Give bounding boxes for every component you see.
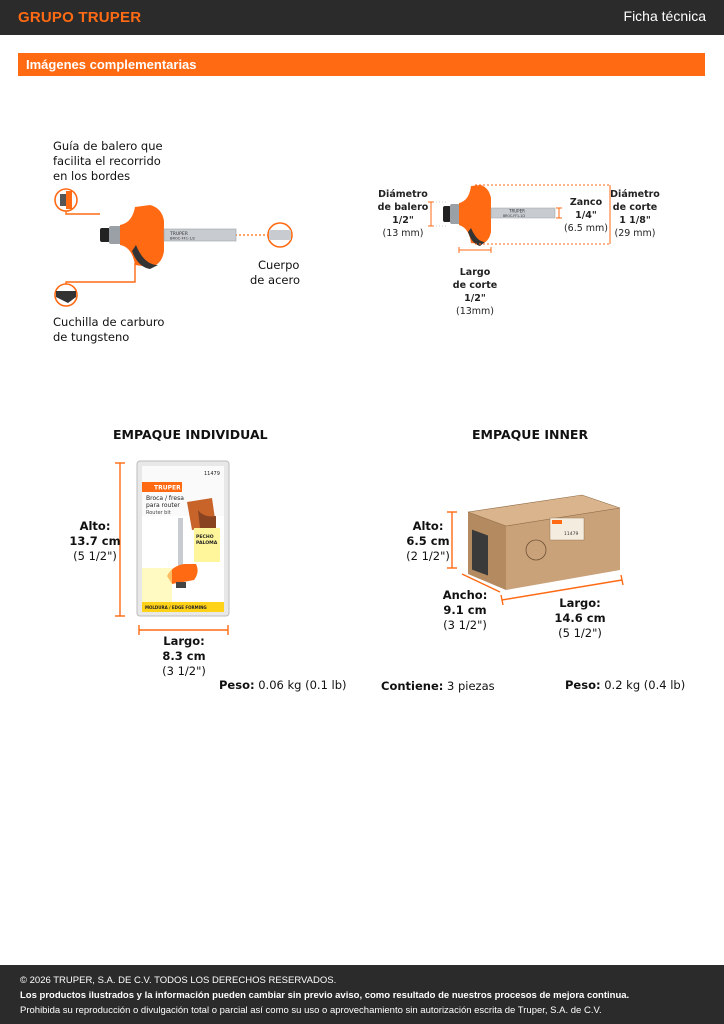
footer: © 2026 TRUPER, S.A. DE C.V. TODOS LOS DE… [0,965,724,1024]
cut-diam-l2: de corte [612,202,658,213]
cut-diam-mm: (29 mm) [614,228,656,239]
inner-width-label: Ancho: 9.1 cm (3 1/2") [437,588,493,633]
box-code: 11479 [564,531,578,537]
ind-largo-label: Largo: [163,634,205,648]
bit-engraving-2: BROC-FF1-1/2 [170,237,195,241]
cut-length-label: Largo de corte 1/2" (13mm) [450,266,500,318]
body-line-2: de acero [250,273,300,287]
package-brand: TRUPER [154,485,181,492]
inner-alto-in: (2 1/2") [406,549,450,563]
router-bit-dimensions-diagram: TRUPER BROC-FF1-1/2 [428,184,611,253]
inner-ancho-label: Ancho: [442,588,488,602]
footer-disclaimer: Los productos ilustrados y la informació… [20,990,630,1001]
package-type-1: PECHO [196,534,214,540]
inner-contiene-label: Contiene: [381,679,444,693]
bearing-diameter-label: Diámetro de balero 1/2" (13 mm) [377,188,429,240]
bearing-l2: de balero [377,202,429,213]
inner-length-label: Largo: 14.6 cm (5 1/2") [552,596,608,641]
guide-line-1: Guía de balero que [53,139,163,153]
body-caption: Cuerpo de acero [250,258,300,288]
shank-l1: Zanco [569,197,603,208]
inner-contents: Contiene: 3 piezas [381,679,495,694]
ind-alto-label: Alto: [79,519,111,533]
inner-alto-label: Alto: [412,519,444,533]
guide-line-3: en los bordes [53,169,131,183]
bit-engraving: TRUPER [169,231,188,237]
blade-line-2: de tungsteno [53,330,130,344]
package-code: 11479 [204,471,220,477]
blade-line-1: Cuchilla de carburo [53,315,165,329]
top-bar: GRUPO TRUPER Ficha técnica [0,0,724,35]
body-line-1: Cuerpo [258,258,300,272]
router-bit-parts-diagram: TRUPER BROC-FF1-1/2 [54,188,293,307]
section-header: Imágenes complementarias [18,53,705,76]
ind-peso-val: 0.06 kg (0.1 lb) [258,678,347,692]
package-name-3: Router bit [146,510,171,516]
ind-alto-cm: 13.7 cm [69,534,121,548]
package-name-2: para router [146,502,180,509]
individual-height-label: Alto: 13.7 cm (5 1/2") [67,519,123,564]
guide-caption: Guía de balero que facilita el recorrido… [53,139,163,184]
shank-val: 1/4" [575,210,597,221]
inner-peso-label: Peso: [565,678,601,692]
guide-line-2: facilita el recorrido [53,154,161,168]
cut-len-l2: de corte [452,280,498,291]
cut-diam-l1: Diámetro [610,189,660,200]
cut-diam-val: 1 1/8" [619,215,651,226]
inner-largo-label: Largo: [559,596,601,610]
individual-package-illustration: 11479 TRUPER Broca / fresa para router R… [115,460,230,635]
ind-peso-label: Peso: [219,678,255,692]
ind-largo-in: (3 1/2") [162,664,206,678]
shank-mm: (6.5 mm) [563,223,609,234]
cut-len-mm: (13mm) [455,306,494,317]
bearing-l1: Diámetro [378,189,428,200]
inner-alto-cm: 6.5 cm [406,534,450,548]
shank-label: Zanco 1/4" (6.5 mm) [562,196,610,235]
inner-package-title: EMPAQUE INNER [472,427,589,442]
ind-largo-cm: 8.3 cm [162,649,206,663]
section-title: Imágenes complementarias [26,57,197,72]
inner-peso-val: 0.2 kg (0.4 lb) [604,678,686,692]
individual-weight: Peso: 0.06 kg (0.1 lb) [219,678,347,693]
inner-largo-in: (5 1/2") [558,626,602,640]
individual-length-label: Largo: 8.3 cm (3 1/2") [156,634,212,679]
cut-len-l1: Largo [459,267,491,278]
inner-largo-cm: 14.6 cm [554,611,606,625]
dim-bit-engraving: TRUPER [508,209,525,214]
inner-contiene-val: 3 piezas [447,679,495,693]
dim-bit-engraving-2: BROC-FF1-1/2 [503,214,525,218]
cut-diameter-label: Diámetro de corte 1 1/8" (29 mm) [610,188,660,240]
inner-box-illustration: 11479 [447,494,624,606]
brand-logo: GRUPO TRUPER [18,9,142,26]
package-name-1: Broca / fresa [146,495,184,502]
inner-ancho-in: (3 1/2") [443,618,487,632]
bearing-val: 1/2" [392,215,414,226]
footer-prohibition: Prohibida su reproducción o divulgación … [20,1005,602,1016]
package-footer: MOLDURA / EDGE FORMING [145,605,207,610]
ind-alto-in: (5 1/2") [73,549,117,563]
individual-package-title: EMPAQUE INDIVIDUAL [113,427,268,442]
package-type-2: PALOMA [196,540,218,546]
document-title: Ficha técnica [623,8,706,24]
blade-caption: Cuchilla de carburo de tungsteno [53,315,164,345]
inner-ancho-cm: 9.1 cm [443,603,487,617]
inner-height-label: Alto: 6.5 cm (2 1/2") [402,519,454,564]
inner-weight: Peso: 0.2 kg (0.4 lb) [565,678,685,693]
footer-copyright: © 2026 TRUPER, S.A. DE C.V. TODOS LOS DE… [20,975,337,986]
cut-len-val: 1/2" [464,293,486,304]
bearing-mm: (13 mm) [382,228,424,239]
